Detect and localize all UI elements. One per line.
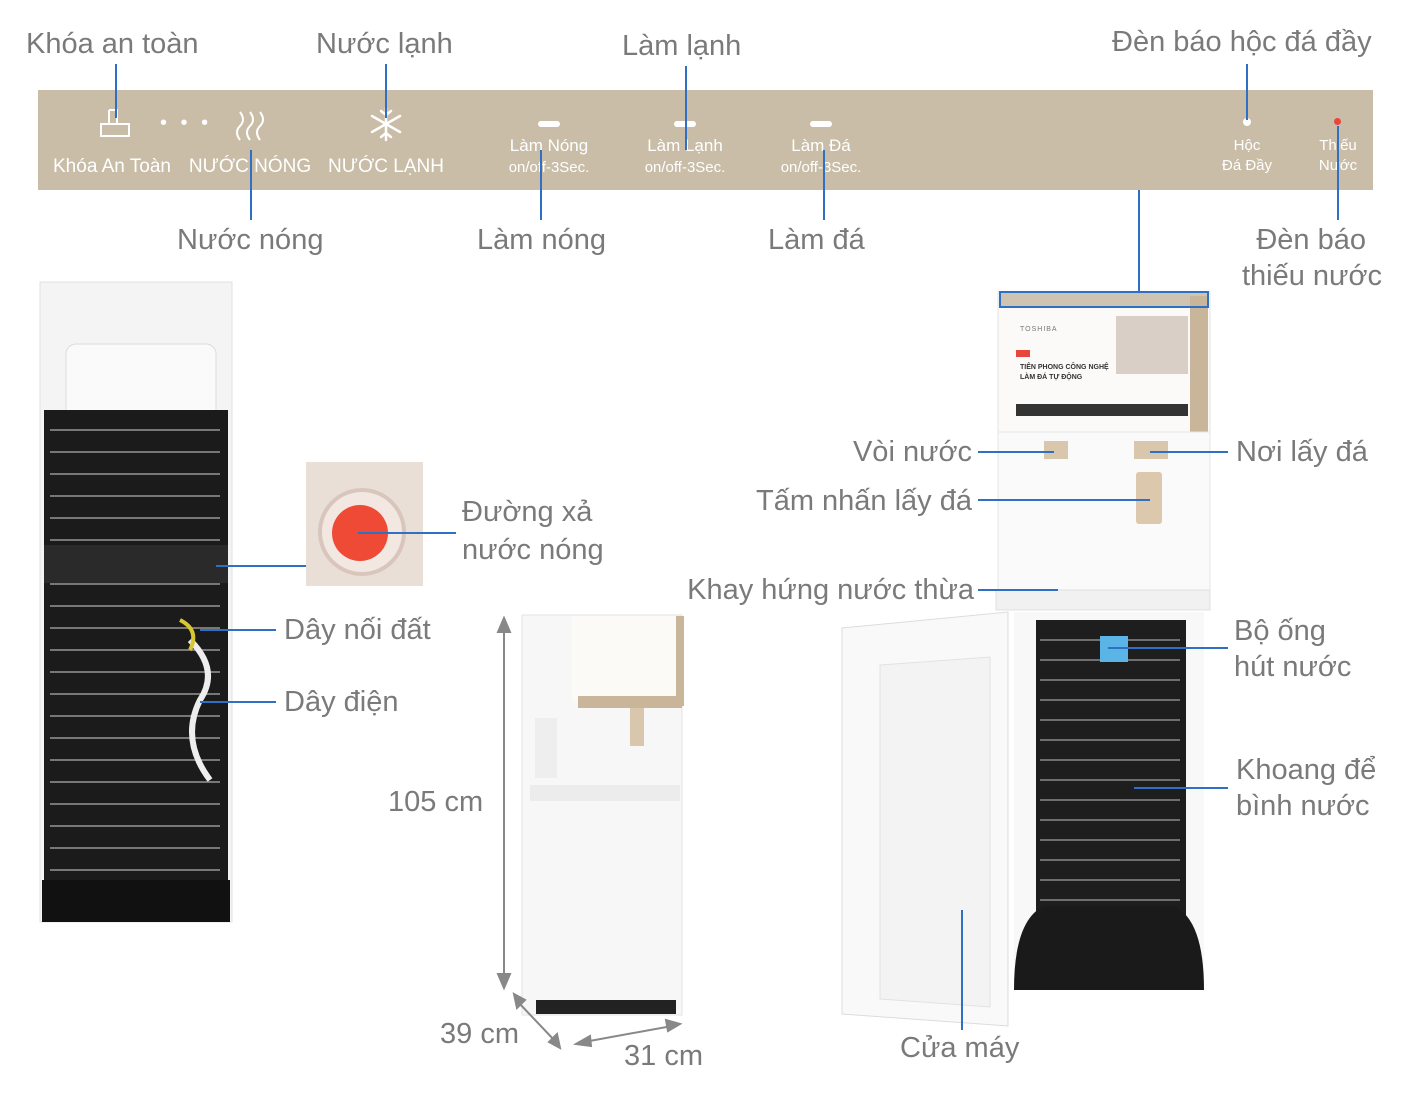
panel-onoff-lam-nong: on/off-3Sec. [508,159,590,176]
panel-label-lam-nong: Làm Nóng [509,136,589,155]
machine-front-view [841,291,1211,1027]
dimension-height: 105 cm [388,786,484,818]
label-khoa-an-toan: Khóa an toàn [26,28,199,60]
label-cua-may: Cửa máy [900,1032,1020,1064]
dimension-width: 31 cm [624,1040,703,1072]
label-day-noi-dat: Dây nối đất [284,614,431,646]
label-lam-lanh: Làm lạnh [622,30,742,62]
label-lam-nong: Làm nóng [477,224,606,256]
ice-full-led [1243,118,1251,126]
panel-label-khoa-an-toan: Khóa An Toàn [53,156,171,177]
label-lam-da: Làm đá [768,224,865,256]
machine-full-view [521,614,684,1016]
label-hut-nuoc: hút nước [1234,651,1352,683]
panel-dots: • • • [160,112,213,134]
label-noi-lay-da: Nơi lấy đá [1236,436,1368,468]
label-bo-ong: Bộ ống [1234,615,1326,647]
label-nuoc-nong: Nước nóng [177,224,324,256]
label-den-bao-hoc-da-day: Đèn báo hộc đá đầy [1112,26,1372,58]
drain-closeup [306,462,423,586]
panel-onoff-lam-da: on/off-3Sec. [780,159,862,176]
label-khay-hung: Khay hứng nước thừa [687,574,974,606]
label-voi-nuoc: Vòi nước [852,436,972,468]
low-water-led [1334,118,1341,125]
label-day-dien: Dây điện [284,686,399,718]
product-headline-1: TIÊN PHONG CÔNG NGHỆ [1020,364,1109,371]
hot-water-icon [236,111,264,141]
lam-da-indicator[interactable] [810,121,832,127]
panel-label-nuoc-lanh: NƯỚC LẠNH [328,156,444,177]
lam-nong-indicator[interactable] [538,121,560,127]
label-thieu-nuoc: thiếu nước [1241,260,1382,292]
panel-label-lam-da: Làm Đá [791,136,851,155]
callout-lines [115,64,1339,1030]
label-tam-nhan: Tấm nhấn lấy đá [755,485,972,517]
dimension-depth: 39 cm [440,1018,519,1050]
product-brand: TOSHIBA [1020,326,1058,333]
panel-onoff-lam-lanh: on/off-3Sec. [644,159,726,176]
label-nuoc-nong-xa: nước nóng [462,534,604,566]
label-duong-xa: Đường xả [462,496,593,528]
panel-label-da-day: Đá Đầy [1221,157,1273,174]
panel-label-hoc: Hộc [1233,137,1261,154]
machine-back-view [39,281,233,923]
label-khoang-de: Khoang để [1236,754,1377,786]
label-nuoc-lanh: Nước lạnh [316,28,453,60]
dimension-arrows [496,615,683,1050]
label-binh-nuoc: bình nước [1236,790,1370,822]
label-den-bao: Đèn báo [1256,224,1366,256]
product-headline-2: LÀM ĐÁ TỰ ĐỘNG [1020,374,1083,381]
